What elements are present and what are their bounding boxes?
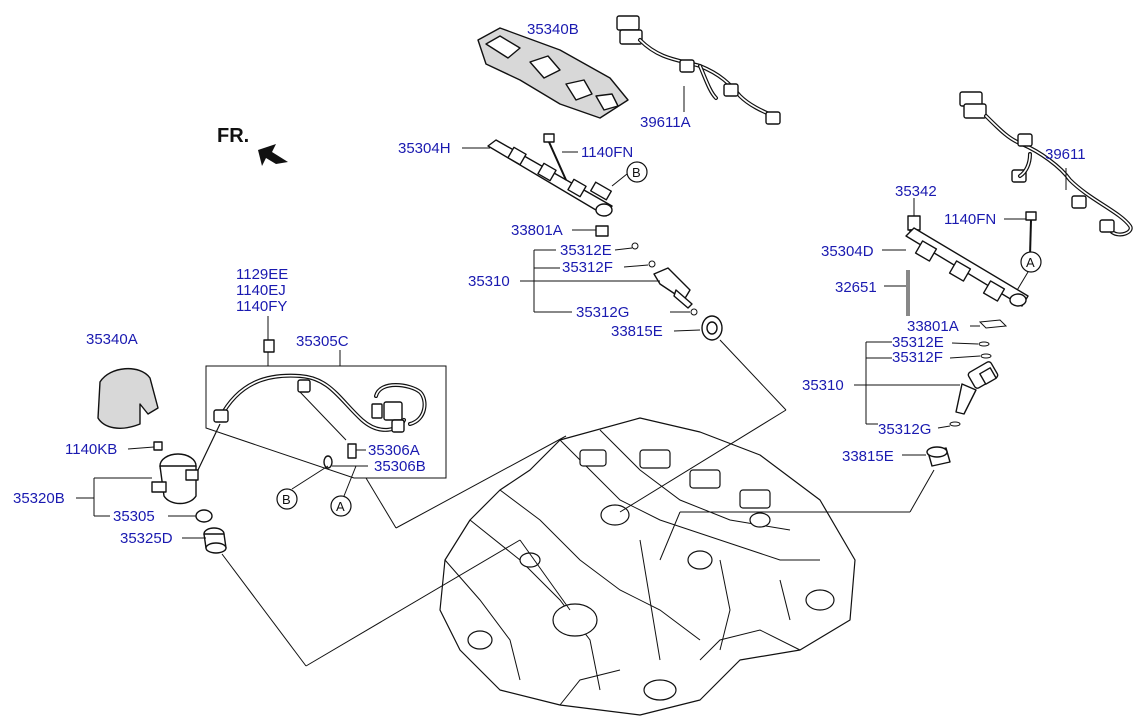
label-pump: 35320B	[13, 490, 65, 507]
injector-left	[653, 267, 693, 309]
seal-f-left	[648, 260, 656, 268]
seal-g-left	[690, 308, 698, 316]
label-fuel-rail-right: 35304D	[821, 243, 874, 260]
label-seal-e-left: 35312E	[560, 242, 612, 259]
label-bolt-a: 1129EE	[236, 266, 288, 283]
engine-block	[439, 417, 856, 716]
label-bolt-b: 1140EJ	[236, 282, 286, 299]
label-bolt-left: 1140FN	[581, 144, 633, 161]
seal-e-left	[631, 242, 639, 250]
high-pressure-pump	[151, 423, 221, 505]
label-injector-seal-left: 33815E	[611, 323, 663, 340]
insulator-right	[978, 319, 1008, 329]
injector-seal-left	[701, 315, 723, 341]
bolt-line-clamp	[263, 339, 275, 353]
label-seal-g-right: 35312G	[878, 421, 931, 438]
label-bolt-c: 1140FY	[236, 298, 287, 315]
gasket-a	[347, 443, 357, 459]
label-insulator-left: 33801A	[511, 222, 563, 239]
label-fuel-line-assy: 35305C	[296, 333, 349, 350]
seal-g-right	[949, 421, 961, 427]
callout-a-right	[1020, 251, 1042, 273]
fuel-rail-right	[905, 227, 1029, 307]
pump-seal	[203, 527, 227, 554]
gasket-b	[323, 455, 333, 469]
label-harness-upper: 39611A	[640, 114, 691, 131]
label-pump-seal: 35325D	[120, 530, 173, 547]
callout-b-lower	[276, 488, 298, 510]
label-seal-f-left: 35312F	[562, 259, 613, 276]
svg-text:B: B	[282, 492, 291, 507]
fuel-rail-left	[487, 139, 613, 217]
orientation-label: FR.	[217, 125, 249, 147]
svg-text:A: A	[336, 499, 345, 514]
svg-text:B: B	[632, 165, 641, 180]
label-injector-right: 35310	[802, 377, 844, 394]
fuel-line-group-box	[205, 365, 447, 479]
high-pressure-fuel-line	[213, 373, 427, 433]
label-seal-e-right: 35312E	[892, 334, 944, 351]
label-pump-cover: 35340A	[86, 331, 138, 348]
label-injector-seal-right: 33815E	[842, 448, 894, 465]
injector-right	[955, 361, 999, 415]
label-sensor: 35342	[895, 183, 937, 200]
front-arrow-icon	[258, 144, 288, 166]
callout-b-upper	[626, 161, 648, 183]
svg-text:A: A	[1026, 255, 1035, 270]
fuel-rail-cover-upper	[477, 27, 629, 119]
label-seal-g-left: 35312G	[576, 304, 629, 321]
label-bolt-right: 1140FN	[944, 211, 996, 228]
label-gasket-a: 35306A	[368, 442, 420, 459]
label-seal-f-right: 35312F	[892, 349, 943, 366]
pump-cover	[97, 367, 159, 429]
bolt-right	[1025, 211, 1037, 257]
label-fuel-rail-cover-upper: 35340B	[527, 21, 579, 38]
wiring-harness-upper	[616, 15, 781, 125]
label-injector-left: 35310	[468, 273, 510, 290]
label-fuel-rail-left: 35304H	[398, 140, 451, 157]
callout-a-lower	[330, 495, 352, 517]
label-harness-right: 39611	[1045, 146, 1086, 163]
seal-f-right	[980, 353, 992, 359]
insulator-left	[595, 225, 609, 237]
o-ring	[195, 509, 213, 523]
seal-e-right	[978, 341, 990, 347]
label-pin: 32651	[835, 279, 877, 296]
wiring-harness-right	[959, 91, 1133, 237]
bolt-left	[543, 133, 612, 201]
label-bolt-pump: 1140KB	[65, 441, 117, 458]
label-insulator-right: 33801A	[907, 318, 959, 335]
label-o-ring: 35305	[113, 508, 155, 525]
label-gasket-b: 35306B	[374, 458, 426, 475]
bolt-pump	[153, 441, 163, 451]
injector-seal-right	[926, 446, 951, 467]
